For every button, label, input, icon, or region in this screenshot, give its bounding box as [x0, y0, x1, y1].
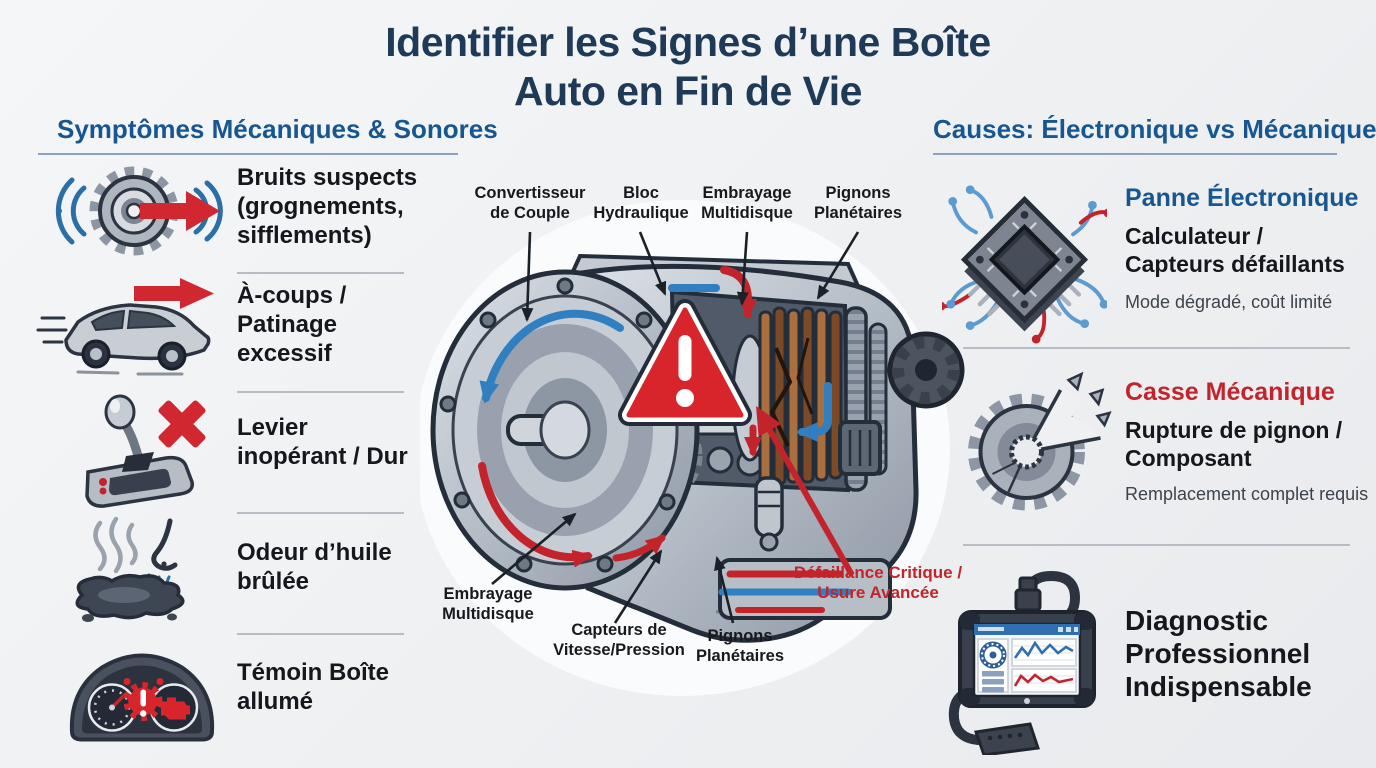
separator: [237, 633, 404, 635]
diagnostic-tool-icon: [948, 570, 1096, 755]
title-line1: Identifier les Signes d’une Boîte: [385, 19, 991, 65]
symptom-text-3: Levier inopérant / Dur: [237, 414, 408, 470]
broken-gear-icon: [968, 372, 1112, 511]
cause-sub-2: Rupture de pignon / Composant: [1125, 417, 1343, 471]
symptom-text-1: Bruits suspects (grognements, sifflement…: [237, 164, 418, 249]
gear-noise-icon: [55, 166, 223, 256]
engine-warning-icon: [161, 697, 190, 720]
shifter-blocked-icon: [85, 394, 206, 508]
leader-lines: [491, 231, 860, 624]
red-arrow-icon: [140, 191, 220, 231]
left-heading: Symptômes Mécaniques & Sonores: [57, 114, 498, 144]
label-sensors: Capteurs de Vitesse/Pression: [553, 621, 685, 659]
label-hydraulic-block: Bloc Hydraulique: [593, 184, 689, 222]
red-x-icon: [158, 400, 206, 448]
warning-triangle-icon: [618, 299, 752, 426]
car-slip-icon: [36, 278, 214, 376]
separator: [237, 512, 404, 514]
title-line2: Auto en Fin de Vie: [514, 68, 862, 114]
cause-note-2: Remplacement complet requis: [1125, 484, 1369, 504]
cause-sub-1: Calculateur / Capteurs défaillants: [1125, 223, 1345, 277]
microchip-icon: [942, 185, 1107, 344]
transmission-cutaway-diagram: [420, 200, 965, 696]
torque-converter: [430, 269, 700, 591]
separator: [237, 391, 404, 393]
label-clutch-top: Embrayage Multidisque: [701, 184, 793, 222]
critical-failure-arrow: [756, 406, 855, 577]
separator: [963, 544, 1350, 546]
label-clutch-bottom: Embrayage Multidisque: [442, 585, 534, 623]
symptom-text-5: Témoin Boîte allumé: [237, 659, 390, 715]
label-critical-failure: Défaillance Critique / Usure Avancée: [793, 563, 963, 602]
label-planetary-top: Pignons Planétaires: [813, 184, 903, 222]
right-heading: Causes: Électronique vs Mécanique: [933, 114, 1376, 144]
label-torque-converter: Convertisseur de Couple: [474, 184, 586, 222]
diagnostic-text: Diagnostic Professionnel Indispensable: [1125, 605, 1312, 702]
left-heading-rule: [38, 153, 458, 155]
separator: [237, 272, 404, 274]
symptom-text-2: À-coups / Patinage excessif: [237, 282, 347, 367]
cause-title-1: Panne Électronique: [1125, 184, 1359, 212]
separator: [963, 347, 1350, 349]
burnt-oil-icon: [75, 516, 185, 622]
cause-title-2: Casse Mécanique: [1125, 378, 1335, 406]
symptom-text-4: Odeur d’huile brûlée: [237, 539, 392, 595]
label-planetary-bottom: Pignons Planétaires: [695, 627, 785, 665]
page-title: Identifier les Signes d’une Boîte Auto e…: [0, 18, 1376, 116]
dashboard-warning-icon: [69, 653, 215, 742]
cause-note-1: Mode dégradé, coût limité: [1125, 292, 1333, 312]
right-heading-rule: [933, 153, 1337, 155]
